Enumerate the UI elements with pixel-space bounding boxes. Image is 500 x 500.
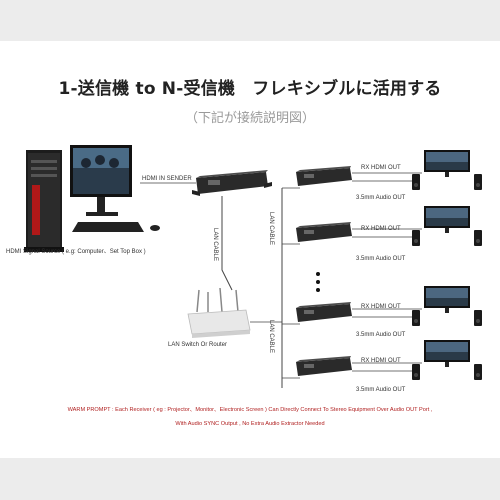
page-subtitle: （下記が接続説明図）: [184, 111, 315, 126]
display-screen-shadow: [426, 298, 468, 306]
rx-hdmi-out-label: RX HDMI OUT: [361, 165, 401, 171]
receiver-port: [304, 364, 314, 368]
speaker-cone: [414, 183, 418, 187]
lan-cable-label-main-lower: LAN CABLE: [268, 320, 274, 354]
switch-label: LAN Switch Or Router: [168, 342, 228, 348]
display-stand: [445, 308, 449, 313]
ellipsis-dot: [316, 280, 320, 284]
display-stand: [445, 362, 449, 367]
lan-cable-label-sender: LAN CABLE: [212, 228, 218, 262]
ellipsis-dot: [316, 272, 320, 276]
receiver-device-top: [296, 166, 351, 172]
speaker-icon: [474, 310, 482, 326]
audio-out-label: 3.5mm Audio OUT: [356, 332, 406, 338]
speaker-icon: [474, 230, 482, 246]
receiver-device-icon: [296, 224, 352, 242]
lan-cable-label-main-upper: LAN CABLE: [268, 212, 274, 246]
monitor-icon: [70, 145, 132, 216]
rx-hdmi-out-label: RX HDMI OUT: [361, 358, 401, 364]
receiver-port: [304, 230, 314, 234]
receiver-device-top: [296, 222, 351, 228]
sender-device-icon: [192, 170, 272, 196]
audio-out-label: 3.5mm Audio OUT: [356, 195, 406, 201]
display-screen-shadow: [426, 218, 468, 226]
sender-label: HDMI IN SENDER: [142, 176, 192, 182]
display-stand: [445, 172, 449, 177]
rx-hdmi-out-label: RX HDMI OUT: [361, 226, 401, 232]
source-label: HDMI Signal Source ( e.g: Computer、Set T…: [6, 249, 146, 255]
receiver-device-icon: [296, 304, 352, 322]
audio-out-label: 3.5mm Audio OUT: [356, 256, 406, 262]
speaker-cone: [476, 373, 480, 377]
rx-hdmi-out-label: RX HDMI OUT: [361, 304, 401, 310]
display-stand: [445, 228, 449, 233]
speaker-cone: [414, 319, 418, 323]
speaker-icon: [412, 364, 420, 380]
page-title: 1-送信機 to N-受信機 フレキシブルに活用する: [58, 79, 442, 99]
speaker-icon: [412, 310, 420, 326]
speaker-icon: [412, 174, 420, 190]
computer-tower-icon: [24, 150, 64, 252]
white-panel: [0, 41, 500, 458]
speaker-icon: [474, 174, 482, 190]
receiver-device-top: [296, 302, 351, 308]
display-screen-shadow: [426, 352, 468, 360]
speaker-cone: [414, 373, 418, 377]
speaker-cone: [476, 319, 480, 323]
receiver-device-icon: [296, 168, 352, 186]
display-screen-shadow: [426, 162, 468, 170]
router-icon: [187, 287, 251, 338]
warning-line-2: With Audio SYNC Output , No Extra Audio …: [175, 421, 325, 427]
speaker-icon: [412, 230, 420, 246]
receiver-device-icon: [296, 358, 352, 376]
receiver-port: [304, 174, 314, 178]
speaker-icon: [474, 364, 482, 380]
speaker-cone: [414, 239, 418, 243]
receiver-port: [304, 310, 314, 314]
ellipsis-dot: [316, 288, 320, 292]
speaker-cone: [476, 183, 480, 187]
warning-line-1: WARM PROMPT : Each Receiver ( eg : Proje…: [67, 407, 433, 413]
receiver-device-top: [296, 356, 351, 362]
audio-out-label: 3.5mm Audio OUT: [356, 387, 406, 393]
keyboard-icon: [72, 222, 160, 232]
speaker-cone: [476, 239, 480, 243]
